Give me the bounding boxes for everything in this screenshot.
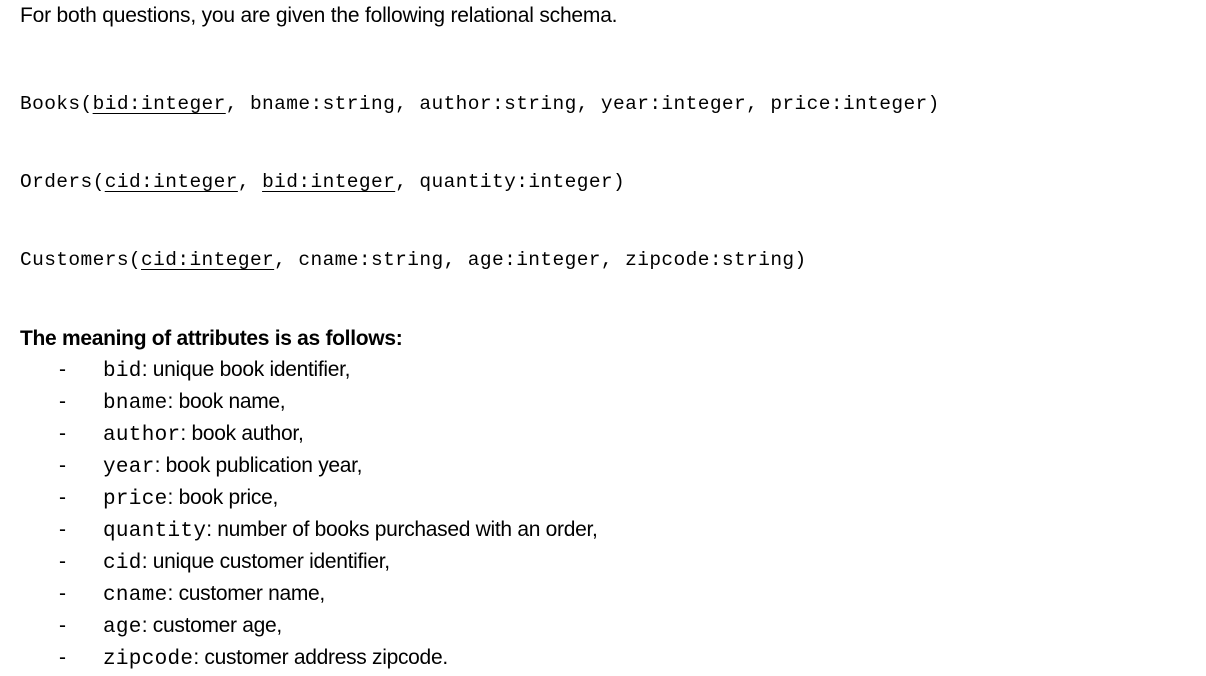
attribute-description: : customer age, xyxy=(141,614,283,637)
attribute-name: year xyxy=(103,456,155,479)
primary-key: bid:integer xyxy=(92,93,226,115)
attributes-heading: The meaning of attributes is as follows: xyxy=(20,327,403,350)
bullet-dash: - xyxy=(59,518,66,541)
list-item: - age: customer age, xyxy=(20,610,1200,642)
bullet-dash: - xyxy=(59,614,66,637)
attribute-name: quantity xyxy=(103,520,207,543)
attribute-name: price xyxy=(103,488,168,511)
schema-columns: , quantity:integer) xyxy=(395,171,626,193)
attribute-description: : book author, xyxy=(180,422,304,445)
bullet-dash: - xyxy=(59,550,66,573)
table-name: Customers xyxy=(20,249,129,271)
schema-block: Books(bid:integer, bname:string, author:… xyxy=(20,39,1200,325)
bullet-dash: - xyxy=(59,390,66,413)
list-item: - cid: unique customer identifier, xyxy=(20,546,1200,578)
attribute-name: author xyxy=(103,424,181,447)
list-item: - bname: book name, xyxy=(20,386,1200,418)
attribute-name: zipcode xyxy=(103,648,194,671)
intro-text: For both questions, you are given the fo… xyxy=(20,4,618,27)
schema-columns: , bname:string, author:string, year:inte… xyxy=(225,93,940,115)
schema-customers: Customers(cid:integer, cname:string, age… xyxy=(20,249,807,271)
list-item: - author: book author, xyxy=(20,418,1200,450)
attribute-name: cname xyxy=(103,584,168,607)
list-item: - year: book publication year, xyxy=(20,450,1200,482)
attribute-description: : book price, xyxy=(167,486,279,509)
attribute-description: : number of books purchased with an orde… xyxy=(206,518,598,541)
attribute-description: : customer name, xyxy=(167,582,326,605)
attribute-description: : customer address zipcode. xyxy=(193,646,448,669)
bullet-dash: - xyxy=(59,422,66,445)
table-name: Books xyxy=(20,93,81,115)
attribute-description: : book name, xyxy=(167,390,286,413)
bullet-dash: - xyxy=(59,454,66,477)
bullet-dash: - xyxy=(59,486,66,509)
attribute-list: -bid: unique book identifier, -bname: bo… xyxy=(20,354,1200,674)
attribute-name: age xyxy=(103,616,142,639)
list-item: - price: book price, xyxy=(20,482,1200,514)
table-name: Orders xyxy=(20,171,93,193)
attribute-description: : book publication year, xyxy=(154,454,363,477)
primary-key: cid:integer xyxy=(104,171,238,193)
bullet-dash: - xyxy=(59,358,66,381)
schema-columns: , cname:string, age:integer, zipcode:str… xyxy=(274,249,807,271)
document: For both questions, you are given the fo… xyxy=(20,0,1200,674)
attribute-description: : unique customer identifier, xyxy=(141,550,390,573)
primary-key: bid:integer xyxy=(262,171,396,193)
schema-orders: Orders(cid:integer, bid:integer, quantit… xyxy=(20,171,626,193)
list-item: - quantity: number of books purchased wit… xyxy=(20,514,1200,546)
bullet-dash: - xyxy=(59,646,66,669)
attribute-name: bname xyxy=(103,392,168,415)
attribute-name: bid xyxy=(103,360,142,383)
bullet-dash: - xyxy=(59,582,66,605)
attribute-description: : unique book identifier, xyxy=(141,358,351,381)
attribute-name: cid xyxy=(103,552,142,575)
list-item: - zipcode: customer address zipcode. xyxy=(20,642,1200,674)
primary-key: cid:integer xyxy=(141,249,275,271)
list-item: - bid: unique book identifier, xyxy=(20,354,1200,386)
list-item: - cname: customer name, xyxy=(20,578,1200,610)
schema-books: Books(bid:integer, bname:string, author:… xyxy=(20,93,940,115)
